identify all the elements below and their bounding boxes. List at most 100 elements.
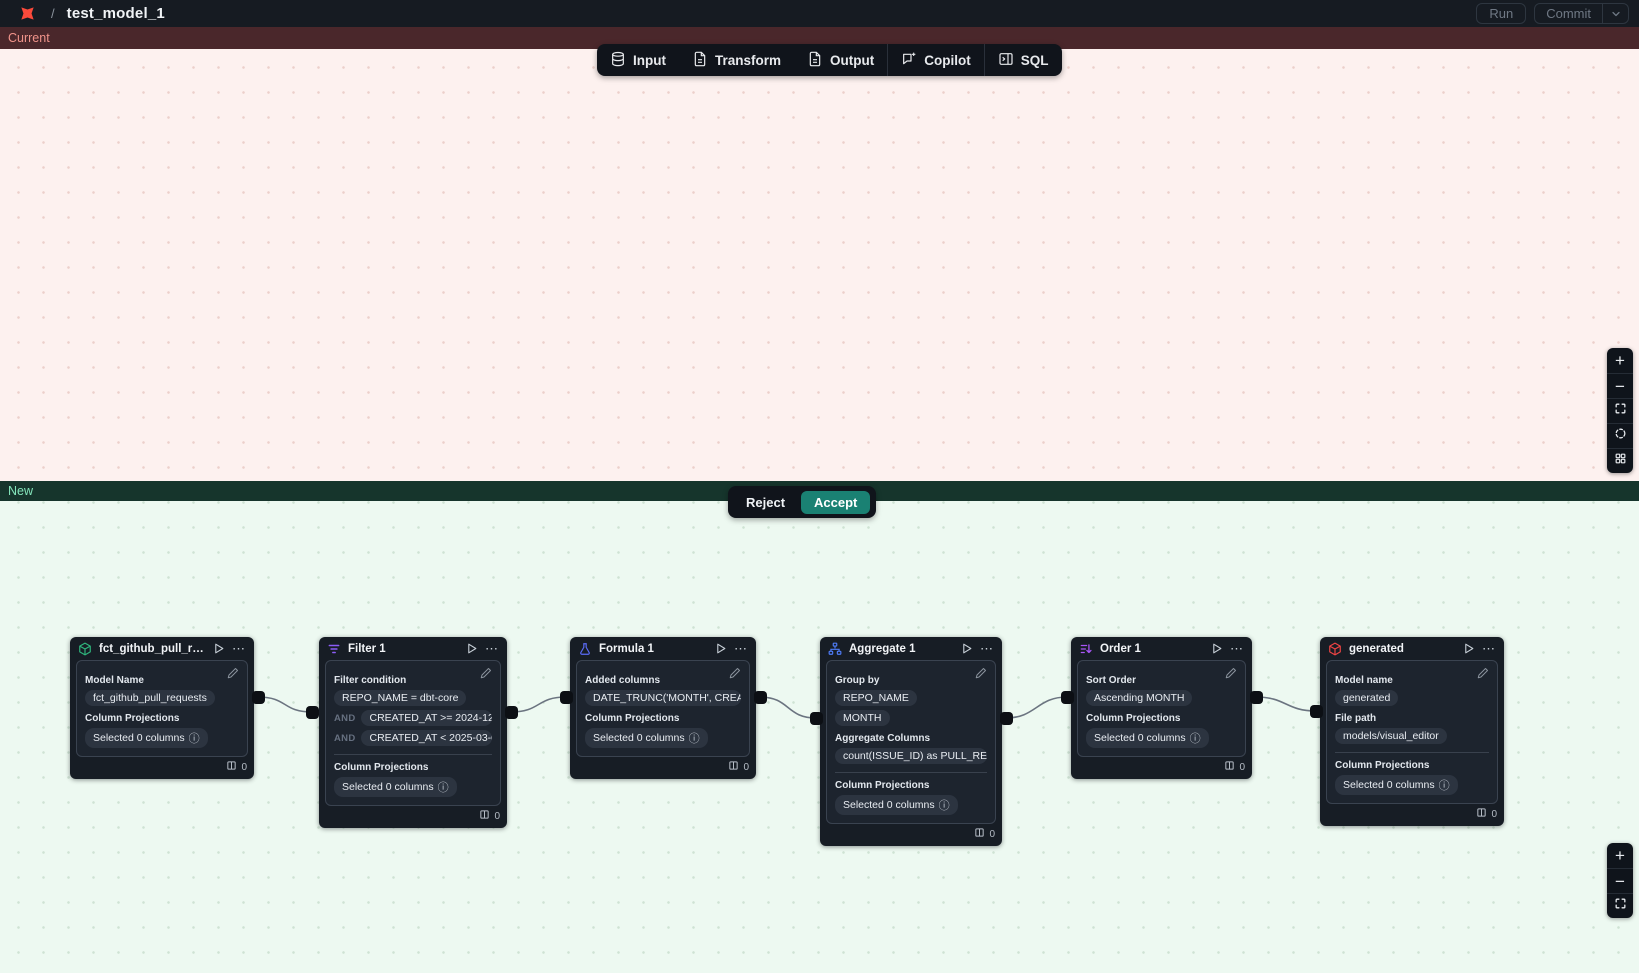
breadcrumb-separator: /: [51, 6, 55, 21]
edit-pencil-icon[interactable]: [1225, 667, 1237, 679]
current-canvas-controls: +−: [1607, 348, 1633, 473]
dbt-logo-icon: [18, 4, 37, 23]
model-title: test_model_1: [66, 5, 165, 22]
run-node-icon[interactable]: [212, 642, 225, 655]
tidy-button[interactable]: [1607, 448, 1633, 473]
accept-button[interactable]: Accept: [801, 490, 871, 514]
value-pill[interactable]: fct_github_pull_requests: [85, 690, 215, 706]
edit-pencil-icon[interactable]: [729, 667, 741, 679]
node-menu-icon[interactable]: ⋯: [232, 640, 246, 656]
value-pill[interactable]: generated: [1335, 690, 1399, 706]
zoom-out-button[interactable]: −: [1607, 373, 1633, 398]
connection-handle[interactable]: [1060, 690, 1074, 704]
section-label: Filter condition: [334, 675, 407, 686]
toolbar-sql-button[interactable]: SQL: [985, 44, 1062, 76]
run-node-icon[interactable]: [1210, 642, 1223, 655]
section-label: Column Projections: [85, 713, 180, 724]
node-menu-icon[interactable]: ⋯: [1482, 640, 1496, 656]
row-count: 0: [820, 824, 1002, 846]
connection-handle[interactable]: [753, 690, 767, 704]
zoom-in-button[interactable]: +: [1607, 348, 1633, 373]
value-pill[interactable]: DATE_TRUNC('MONTH', CREATED_AT…: [585, 690, 741, 706]
value-pill[interactable]: REPO_NAME = dbt-core: [334, 690, 467, 706]
connection-handle[interactable]: [1309, 704, 1323, 718]
connection-handle[interactable]: [504, 705, 518, 719]
commit-chevron-down-icon[interactable]: [1602, 4, 1628, 23]
section-label: Column Projections: [334, 762, 429, 773]
run-node-icon[interactable]: [960, 642, 973, 655]
connection-handle[interactable]: [999, 711, 1013, 725]
value-pill[interactable]: Ascending MONTH: [1086, 690, 1193, 706]
toolbar-transform-button[interactable]: Transform: [679, 44, 794, 76]
section-label: File path: [1335, 713, 1377, 724]
rows-icon: [1476, 807, 1487, 821]
plus-icon: +: [1615, 846, 1625, 865]
connection-handle[interactable]: [809, 711, 823, 725]
cube-icon: [78, 642, 92, 656]
connection-handle[interactable]: [305, 705, 319, 719]
node-title: fct_github_pull_requests: [99, 642, 205, 655]
value-pill[interactable]: models/visual_editor: [1335, 728, 1447, 744]
toolbar-input-button[interactable]: Input: [597, 44, 679, 76]
section-label: Model Name: [85, 675, 144, 686]
node-fct-github-pull-requests[interactable]: fct_github_pull_requests ⋯ Model Name fct…: [70, 637, 254, 779]
commit-button[interactable]: Commit: [1546, 6, 1591, 21]
edit-pencil-icon[interactable]: [227, 667, 239, 679]
run-button[interactable]: Run: [1476, 3, 1527, 24]
reject-button[interactable]: Reject: [746, 494, 786, 510]
edit-pencil-icon[interactable]: [480, 667, 492, 679]
zoom-out-button[interactable]: −: [1607, 868, 1633, 893]
node-menu-icon[interactable]: ⋯: [734, 640, 748, 656]
top-bar: / test_model_1 Run Commit: [0, 0, 1639, 27]
cube-icon: [1328, 642, 1342, 656]
fit-view-button[interactable]: [1607, 398, 1633, 423]
run-node-icon[interactable]: [1462, 642, 1475, 655]
lock-button[interactable]: [1607, 423, 1633, 448]
connection-handle[interactable]: [559, 690, 573, 704]
edit-pencil-icon[interactable]: [1477, 667, 1489, 679]
zoom-in-button[interactable]: +: [1607, 843, 1633, 868]
section-label: Column Projections: [835, 780, 930, 791]
connection-handle[interactable]: [251, 690, 265, 704]
database-icon: [610, 51, 626, 70]
value-pill[interactable]: CREATED_AT < 2025-03-01: [361, 730, 492, 746]
node-menu-icon[interactable]: ⋯: [485, 640, 499, 656]
current-canvas[interactable]: [0, 49, 1639, 481]
connection-handle[interactable]: [1249, 690, 1263, 704]
fit-view-button[interactable]: [1607, 893, 1633, 918]
value-pill[interactable]: REPO_NAME: [835, 690, 917, 706]
value-pill[interactable]: count(ISSUE_ID) as PULL_REQUEST_…: [835, 748, 987, 764]
toolbar-output-button[interactable]: Output: [794, 44, 887, 76]
value-pill[interactable]: MONTH: [835, 710, 890, 726]
toolbar-copilot-button[interactable]: Copilot: [888, 44, 984, 76]
node-title: Formula 1: [599, 642, 654, 655]
rows-icon: [479, 809, 490, 823]
edit-pencil-icon[interactable]: [975, 667, 987, 679]
commit-split-button[interactable]: Commit: [1534, 3, 1629, 24]
info-icon: ⓘ: [1438, 780, 1450, 792]
node-menu-icon[interactable]: ⋯: [980, 640, 994, 656]
info-icon: ⓘ: [188, 733, 200, 745]
node-menu-icon[interactable]: ⋯: [1230, 640, 1244, 656]
value-pill[interactable]: CREATED_AT >= 2024-12-01: [361, 710, 492, 726]
document-icon: [807, 51, 823, 70]
run-node-icon[interactable]: [714, 642, 727, 655]
run-node-icon[interactable]: [465, 642, 478, 655]
section-label: Model name: [1335, 675, 1393, 686]
section-label: Added columns: [585, 675, 661, 686]
info-icon: ⓘ: [1189, 733, 1201, 745]
